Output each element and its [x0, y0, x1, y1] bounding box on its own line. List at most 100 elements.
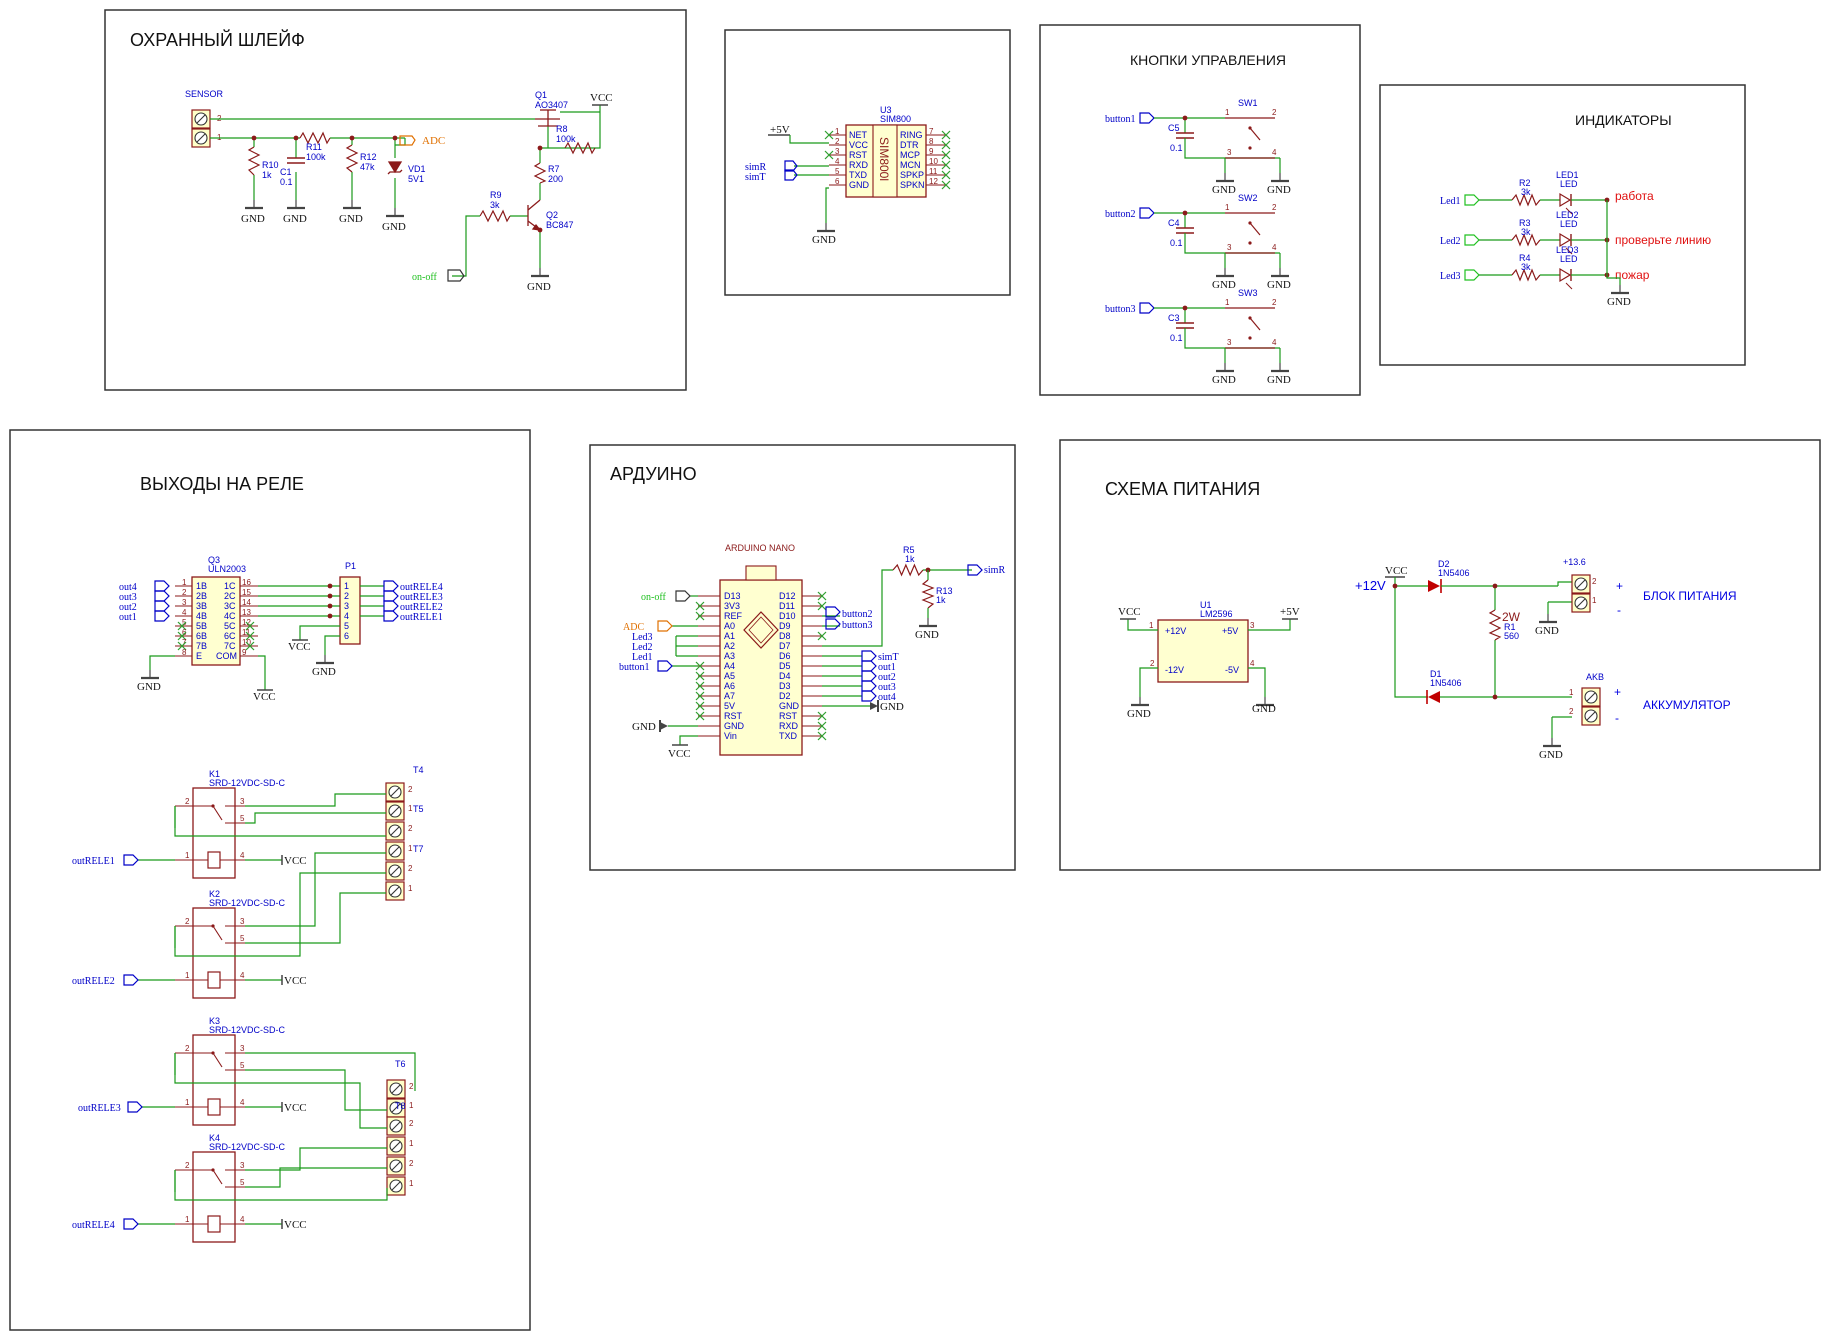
net-flag — [123, 974, 139, 986]
pin-name: A5 — [724, 671, 735, 681]
r8-value: 100k — [556, 134, 576, 144]
switch-contact — [1248, 221, 1252, 225]
r1-ref: R1 — [1504, 622, 1516, 632]
led-net-label: Led1 — [1440, 196, 1461, 207]
pin-name: D10 — [779, 611, 796, 621]
resistor-value: 1k — [936, 595, 946, 605]
pin-number: 3 — [240, 797, 245, 806]
gnd-symbol — [1269, 266, 1291, 278]
relay-output-label: outRELE3 — [400, 592, 443, 603]
pin-number: 4 — [344, 611, 349, 621]
q3-part: ULN2003 — [208, 564, 246, 574]
pin-number: 2 — [185, 1161, 190, 1170]
gnd-symbol — [1129, 695, 1151, 707]
p1-ref: P1 — [345, 561, 356, 571]
gnd-label: GND — [1252, 703, 1276, 715]
resistor — [1511, 233, 1541, 247]
gnd-label: GND — [1212, 184, 1236, 196]
junction — [327, 583, 333, 589]
wire — [174, 806, 386, 837]
switch-area — [1225, 114, 1275, 162]
gnd-label: GND — [382, 221, 406, 233]
arduino-board — [719, 579, 803, 756]
pin-label: +5V — [1222, 626, 1238, 636]
pin-name: 3C — [224, 601, 236, 611]
arduino-out-label: out1 — [878, 662, 896, 673]
relay-terminal — [386, 1136, 406, 1156]
gnd-symbol — [815, 221, 837, 233]
pin-name: TXD — [779, 731, 798, 741]
relay-input-label: outRELE2 — [72, 976, 115, 987]
sensor-terminal-1 — [191, 109, 211, 129]
resistor — [892, 563, 924, 577]
relay-output-label: outRELE4 — [400, 582, 443, 593]
wire — [245, 1052, 416, 1091]
block-title: ИНДИКАТОРЫ — [1575, 112, 1672, 128]
pin-number: 1 — [185, 1215, 190, 1224]
pin-name: 3V3 — [724, 601, 740, 611]
pin-number: 3 — [1227, 148, 1232, 157]
gnd-label: GND — [1267, 374, 1291, 386]
gnd-label: GND — [339, 213, 363, 225]
wire — [822, 569, 893, 647]
led-triangle — [1559, 232, 1572, 248]
pin-number: 12 — [929, 177, 938, 186]
pin-name: A4 — [724, 661, 735, 671]
r10-value: 1k — [262, 170, 272, 180]
switch-lever — [1249, 222, 1261, 236]
relay-terminal — [385, 821, 405, 841]
block-arduino: АРДУИНО ARDUINO NANO D133V3REFA0A1A2A3A4… — [589, 444, 1016, 871]
pin-name: MCN — [900, 160, 921, 170]
vcc-label: VCC — [284, 855, 307, 867]
gnd-label: GND — [1127, 708, 1151, 720]
pin-label: -5V — [1225, 665, 1239, 675]
pin-name: D13 — [724, 591, 741, 601]
r9-resistor — [479, 209, 511, 223]
pin-name: A6 — [724, 681, 735, 691]
gnd-label: GND — [880, 701, 904, 713]
net-flag — [127, 1101, 143, 1113]
relay-contact — [211, 1168, 215, 1172]
r7-value: 200 — [548, 174, 563, 184]
gnd-label: GND — [915, 629, 939, 641]
net-flag — [967, 564, 983, 576]
led-type: LED — [1560, 219, 1578, 229]
pin-number: 4 — [240, 971, 245, 980]
wire — [679, 735, 698, 745]
minus-sign: - — [1617, 603, 1621, 617]
gnd-label: GND — [1267, 184, 1291, 196]
switch-lever — [1249, 127, 1261, 141]
uln-input-label: out4 — [119, 582, 137, 593]
gnd-symbol — [285, 198, 307, 210]
terminal-ref: T8 — [395, 1101, 406, 1111]
block-relay-outputs: ВЫХОДЫ НА РЕЛЕ Q3 ULN2003 1B12B23B34B45B… — [9, 429, 531, 1331]
junctions — [251, 135, 543, 233]
pin-name: 1B — [196, 581, 207, 591]
wire — [1184, 138, 1280, 159]
r12-resistor — [345, 144, 359, 173]
r8-resistor — [564, 141, 596, 155]
pin-number: 5 — [240, 814, 245, 823]
resistor-value: 1k — [905, 554, 915, 564]
junction — [1182, 305, 1188, 311]
net-flag — [861, 650, 877, 662]
led-triangle — [1559, 192, 1572, 208]
net-flag — [861, 690, 877, 702]
q3-ref: Q3 — [208, 555, 220, 565]
relay-ref: K1 — [209, 769, 220, 779]
net-flag — [154, 590, 170, 602]
switch-contact — [1248, 126, 1252, 130]
arduino-button-label: button2 — [842, 609, 873, 620]
led-net-label: Led2 — [1440, 236, 1461, 247]
minus-sign: - — [1615, 711, 1619, 725]
r8-ref: R8 — [556, 124, 568, 134]
svg-text:1: 1 — [1569, 688, 1574, 697]
switch-contact — [1248, 336, 1252, 340]
r7-ref: R7 — [548, 164, 560, 174]
sensor-label: SENSOR — [185, 89, 224, 99]
vcc-label: VCC — [284, 975, 307, 987]
q1-ref: Q1 — [535, 90, 547, 100]
svg-text:2: 2 — [1592, 577, 1597, 586]
relay-part: SRD-12VDC-SD-C — [209, 898, 286, 908]
